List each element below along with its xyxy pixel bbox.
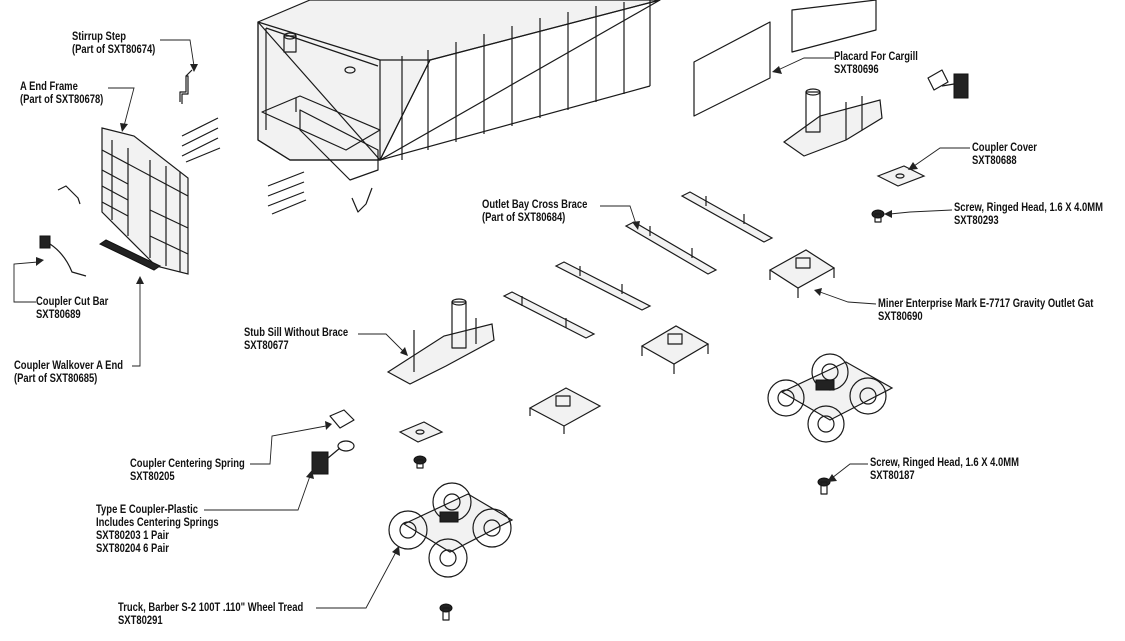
label-screw-bottom-part: SXT80187 [870, 470, 915, 482]
hopper-car-body [257, 0, 661, 181]
label-truck-part: SXT80291 [118, 615, 163, 627]
label-truck-name: Truck, Barber S-2 100T .110" Wheel Tread [118, 602, 304, 614]
label-a-end-frame-part: (Part of SXT80678) [20, 94, 104, 106]
label-stirrup-step: Stirrup Step (Part of SXT80674) [72, 31, 155, 57]
coupler-cut-bar-part [39, 235, 87, 277]
label-coupler-cut-bar-part: SXT80689 [36, 309, 81, 321]
outlet-gate-lower-part [528, 387, 602, 434]
label-stirrup-step-name: Stirrup Step [72, 31, 126, 43]
label-screw-top: Screw, Ringed Head, 1.6 X 4.0MM SXT80293 [954, 202, 1103, 228]
truck-left-part [388, 482, 514, 578]
label-stub-sill: Stub Sill Without Brace SXT80677 [244, 327, 348, 353]
coupler-right-part [927, 69, 969, 99]
label-coupler-walkover: Coupler Walkover A End (Part of SXT80685… [14, 360, 123, 386]
label-type-e-coupler-name: Type E Coupler-Plastic [96, 504, 199, 516]
screw-bottom-right-part [817, 477, 831, 495]
label-truck: Truck, Barber S-2 100T .110" Wheel Tread… [118, 602, 303, 628]
label-coupler-cover-name: Coupler Cover [972, 142, 1037, 154]
label-type-e-coupler-part-2: SXT80204 6 Pair [96, 543, 169, 555]
stub-sill-center-part [386, 298, 495, 385]
label-coupler-walkover-name: Coupler Walkover A End [14, 360, 123, 372]
label-coupler-centering-spring: Coupler Centering Spring SXT80205 [130, 458, 245, 484]
label-miner-gate: Miner Enterprise Mark E-7717 Gravity Out… [878, 298, 1093, 324]
coupler-walkover-part [98, 239, 162, 271]
screw-bottom-left-part [439, 603, 453, 621]
label-stirrup-step-part: (Part of SXT80674) [72, 44, 156, 56]
label-stub-sill-name: Stub Sill Without Brace [244, 327, 349, 339]
label-screw-top-part: SXT80293 [954, 215, 999, 227]
grab-irons-upper [181, 117, 221, 163]
coupler-cover-part [876, 165, 926, 187]
label-screw-bottom: Screw, Ringed Head, 1.6 X 4.0MM SXT80187 [870, 457, 1019, 483]
label-coupler-centering-spring-part: SXT80205 [130, 471, 175, 483]
label-placard: Placard For Cargill SXT80696 [834, 51, 918, 77]
label-outlet-bay-cross-brace-name: Outlet Bay Cross Brace [482, 199, 588, 211]
stirrup-step-lower-part [351, 187, 373, 213]
label-miner-gate-part: SXT80690 [878, 311, 923, 323]
label-a-end-frame-name: A End Frame [20, 81, 78, 93]
label-screw-bottom-name: Screw, Ringed Head, 1.6 X 4.0MM [870, 457, 1020, 469]
screw-center-part [413, 455, 427, 469]
outlet-gate-right-part [768, 249, 836, 298]
label-coupler-centering-spring-name: Coupler Centering Spring [130, 458, 245, 470]
coupler-center-part [311, 409, 355, 475]
grab-irons-lower [267, 171, 307, 215]
label-placard-part: SXT80696 [834, 64, 879, 76]
outlet-gate-middle-part [640, 325, 710, 374]
label-outlet-bay-cross-brace-part: (Part of SXT80684) [482, 212, 566, 224]
label-outlet-bay-cross-brace: Outlet Bay Cross Brace (Part of SXT80684… [482, 199, 587, 225]
label-coupler-cut-bar: Coupler Cut Bar SXT80689 [36, 296, 108, 322]
a-end-frame-part [101, 127, 189, 275]
stub-sill-right-part [782, 88, 883, 157]
label-coupler-cut-bar-name: Coupler Cut Bar [36, 296, 109, 308]
label-type-e-coupler-note: Includes Centering Springs [96, 517, 219, 529]
label-miner-gate-name: Miner Enterprise Mark E-7717 Gravity Out… [878, 298, 1094, 310]
label-type-e-coupler: Type E Coupler-Plastic Includes Centerin… [96, 504, 219, 556]
coupler-cover-center-part [398, 421, 444, 443]
stirrup-step-part [179, 69, 193, 104]
bracket-part [57, 185, 81, 205]
label-placard-name: Placard For Cargill [834, 51, 918, 63]
label-stub-sill-part: SXT80677 [244, 340, 289, 352]
label-screw-top-name: Screw, Ringed Head, 1.6 X 4.0MM [954, 202, 1104, 214]
label-coupler-cover: Coupler Cover SXT80688 [972, 142, 1037, 168]
label-type-e-coupler-part-1: SXT80203 1 Pair [96, 530, 169, 542]
cross-brace-parts [502, 191, 774, 339]
truck-right-part [767, 353, 894, 443]
screw-top-part [871, 209, 885, 223]
label-coupler-walkover-part: (Part of SXT80685) [14, 373, 98, 385]
placard-part [693, 0, 877, 117]
label-a-end-frame: A End Frame (Part of SXT80678) [20, 81, 103, 107]
label-coupler-cover-part: SXT80688 [972, 155, 1017, 167]
leader-lines [13, 39, 970, 609]
